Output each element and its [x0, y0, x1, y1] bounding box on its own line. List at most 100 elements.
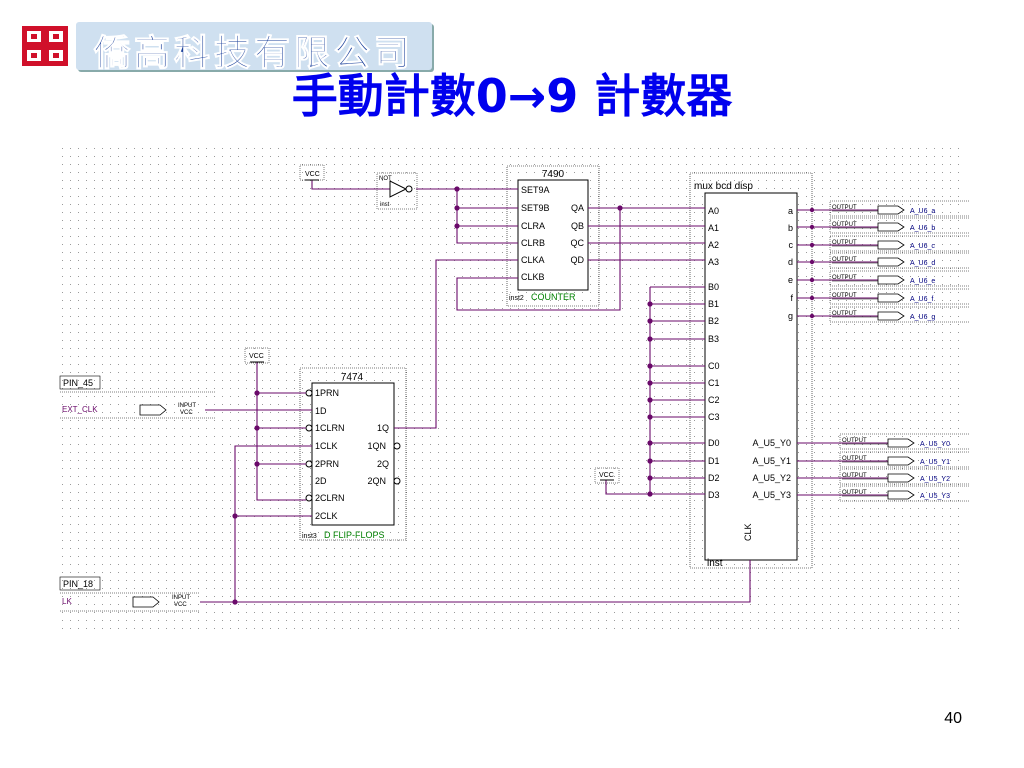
output-type-label: OUTPUT	[842, 456, 867, 462]
output-type-label: OUTPUT	[832, 240, 857, 246]
mux-pin-d3: D3	[708, 490, 720, 500]
output-pin-a_u5_y3[interactable]: OUTPUT A_U5_Y3	[839, 485, 970, 502]
mux-pin-c1: C1	[708, 378, 720, 388]
ff-pin-2qn: 2QN	[367, 476, 386, 486]
svg-text:VCC: VCC	[599, 472, 614, 479]
counter-pin-set9a: SET9A	[521, 185, 550, 195]
output-pin-name: A_U6_g	[910, 314, 935, 321]
company-mark-icon	[22, 26, 68, 66]
mux-out-b: b	[788, 223, 793, 233]
output-pin-a_u6_d[interactable]: OUTPUT A_U6_d	[829, 252, 970, 269]
flipflop-inst: inst3	[302, 533, 317, 540]
ff-pin-2prn: 2PRN	[315, 459, 339, 469]
slide-title: 手動計數0→9 計數器	[291, 69, 733, 123]
mux-out-g: g	[788, 311, 793, 321]
mux-out-y1: A_U5_Y1	[752, 456, 791, 466]
ff-pin-1q: 1Q	[377, 423, 389, 433]
output-type-label: OUTPUT	[842, 438, 867, 444]
mux-pin-a3: A3	[708, 257, 719, 267]
output-pin-name: A_U6_e	[910, 278, 935, 285]
mux-bcd-disp[interactable]: mux bcd disp A0 A1 A2 A3 B0 B1 B2 B3 C0 …	[689, 172, 813, 569]
output-pin-a_u6_c[interactable]: OUTPUT A_U6_c	[829, 235, 970, 252]
mux-out-y3: A_U5_Y3	[752, 490, 791, 500]
output-pin-name: A_U5_Y3	[920, 493, 950, 500]
output-pin-name: A_U6_a	[910, 208, 935, 215]
ff-pin-2clk: 2CLK	[315, 511, 338, 521]
ff-pin-1d: 1D	[315, 406, 327, 416]
company-logo: 僑高科技有限公司	[22, 22, 432, 75]
output-type-label: OUTPUT	[832, 275, 857, 281]
mux-pin-b2: B2	[708, 316, 719, 326]
mux-out-a: a	[788, 206, 793, 216]
svg-text:INPUT: INPUT	[172, 595, 190, 601]
output-pin-a_u5_y1[interactable]: OUTPUT A_U5_Y1	[839, 451, 970, 468]
lk-label: LK	[62, 597, 72, 606]
mux-out-e: e	[788, 275, 793, 285]
flipflop-name: 7474	[341, 372, 364, 383]
counter-7490[interactable]: 7490 SET9A SET9B CLRA CLRB CLKA CLKB QA …	[506, 165, 600, 307]
counter-pin-set9b: SET9B	[521, 203, 550, 213]
ff-pin-2q: 2Q	[377, 459, 389, 469]
not-gate-inst: inst	[380, 202, 390, 208]
output-pin-name: A_U6_c	[910, 243, 935, 250]
svg-text:VCC: VCC	[180, 410, 193, 416]
svg-text:VCC: VCC	[174, 602, 187, 608]
company-name-box: 僑高科技有限公司	[76, 22, 432, 75]
schematic-diagram: 7490 SET9A SET9B CLRA CLRB CLKA CLKB QA …	[59, 148, 970, 632]
mux-pin-c3: C3	[708, 412, 720, 422]
mux-inst: inst	[707, 558, 723, 569]
mux-pin-d1: D1	[708, 456, 720, 466]
output-pin-name: A_U5_Y1	[920, 459, 950, 466]
ff-pin-1prn: 1PRN	[315, 388, 339, 398]
mux-pin-d0: D0	[708, 438, 720, 448]
mux-pin-a2: A2	[708, 240, 719, 250]
counter-pin-clra: CLRA	[521, 221, 545, 231]
mux-pin-c2: C2	[708, 395, 720, 405]
output-type-label: OUTPUT	[832, 257, 857, 263]
page-number: 40	[944, 710, 962, 727]
output-pin-name: A_U6_d	[910, 260, 935, 267]
counter-pin-clrb: CLRB	[521, 238, 545, 248]
mux-out-y2: A_U5_Y2	[752, 473, 791, 483]
vcc-symbol-ff: VCC	[244, 347, 270, 364]
not-gate[interactable]: NOT inst	[376, 172, 418, 210]
output-pin-name: A_U6_b	[910, 225, 935, 232]
counter-pin-qa: QA	[571, 203, 584, 213]
counter-pin-qc: QC	[571, 238, 585, 248]
output-pin-a_u6_e[interactable]: OUTPUT A_U6_e	[829, 270, 970, 287]
pin-lk[interactable]: PIN_18 LK INPUT VCC	[59, 576, 200, 612]
mux-out-c: c	[789, 240, 794, 250]
ff-pin-1clrn: 1CLRN	[315, 423, 345, 433]
mux-out-y0: A_U5_Y0	[752, 438, 791, 448]
mux-pin-b1: B1	[708, 299, 719, 309]
counter-pin-qd: QD	[571, 255, 585, 265]
pin-ext-clk[interactable]: PIN_45 EXT_CLK INPUT VCC	[59, 375, 215, 419]
mux-out-f: f	[790, 293, 793, 303]
flipflop-type: D FLIP-FLOPS	[324, 530, 385, 540]
counter-inst: inst2	[509, 295, 524, 302]
counter-pin-qb: QB	[571, 221, 584, 231]
mux-out-d: d	[788, 257, 793, 267]
mux-clk-label: CLK	[743, 523, 753, 541]
mux-pin-a0: A0	[708, 206, 719, 216]
counter-pin-clkb: CLKB	[521, 272, 545, 282]
flipflop-7474[interactable]: 7474 1PRN 1D 1CLRN 1CLK 2PRN 2D 2CLRN 2C…	[299, 367, 407, 541]
counter-name: 7490	[542, 169, 565, 180]
output-pin-a_u6_a[interactable]: OUTPUT A_U6_a	[829, 200, 970, 217]
pin-45-label: PIN_45	[63, 378, 93, 388]
ff-pin-2clrn: 2CLRN	[315, 493, 345, 503]
output-type-label: OUTPUT	[832, 205, 857, 211]
svg-text:VCC: VCC	[249, 353, 264, 360]
counter-type: COUNTER	[531, 292, 576, 302]
output-type-label: OUTPUT	[842, 490, 867, 496]
output-type-label: OUTPUT	[832, 293, 857, 299]
counter-pin-clka: CLKA	[521, 255, 545, 265]
svg-text:VCC: VCC	[305, 171, 320, 178]
